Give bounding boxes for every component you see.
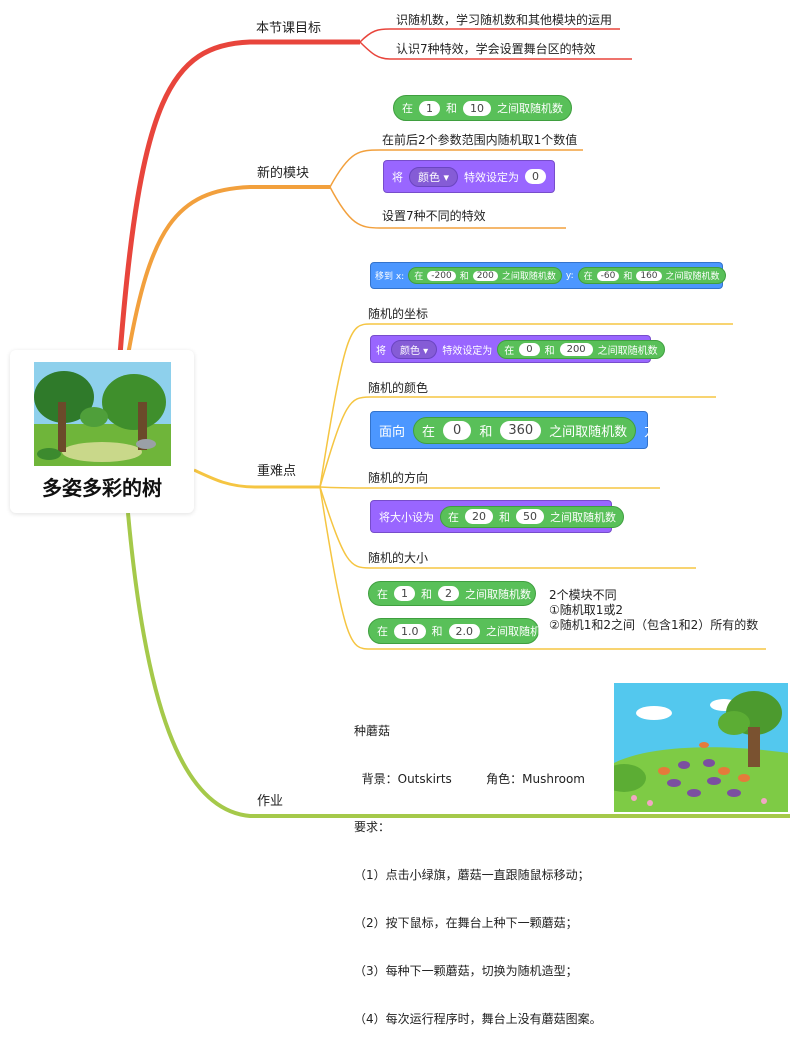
desc-coord: 随机的坐标: [368, 307, 429, 321]
color-block-mid: 特效设定为: [442, 345, 493, 357]
float-random-block: 在 1.0 和 2.0 之间取随机数: [368, 618, 552, 644]
color-block-a: 0: [519, 342, 540, 356]
direction-block: 面向 在 0 和 360 之间取随机数 方向: [370, 411, 670, 449]
random-block-prefix: 在: [402, 102, 413, 115]
goto-x-a: -200: [427, 270, 456, 281]
size-suf: 之间取随机数: [550, 510, 616, 524]
float-suf: 之间取随机数: [486, 625, 552, 638]
new-blocks-desc-1: 在前后2个参数范围内随机取1个数值: [382, 133, 578, 147]
dir-pre: 在: [422, 424, 436, 440]
goto-y-random: 在 -60 和 160 之间取随机数: [577, 267, 726, 284]
homework-line-2: 背景：Outskirts 角色：Mushroom: [354, 772, 586, 786]
homework-line-6: （3）每种下一颗蘑菇，切换为随机造型；: [354, 964, 578, 978]
compare-note-line-1: 2个模块不同: [549, 588, 617, 602]
size-a: 20: [465, 509, 493, 524]
desc-size: 随机的大小: [368, 551, 429, 565]
color-block-b: 200: [559, 342, 593, 356]
mushroom-scene-image: [614, 683, 788, 812]
goto-x-suf: 之间取随机数: [501, 272, 556, 282]
homework-line-7: （4）每次运行程序时，舞台上没有蘑菇图案。: [354, 1012, 602, 1026]
homework-line-3: 要求：: [354, 820, 391, 834]
mindmap-connectors: [117, 28, 790, 818]
goto-x-pre: 在: [414, 272, 424, 282]
effect-block: 将 颜色 ▾ 特效设定为 0: [383, 160, 555, 193]
random-block: 在 1 和 10 之间取随机数: [393, 95, 572, 121]
dir-suffix: 方向: [644, 424, 671, 440]
dir-random: 在 0 和 360 之间取随机数: [413, 416, 637, 444]
dir-prefix: 面向: [379, 424, 406, 440]
goto-y-a: -60: [596, 270, 620, 281]
goto-x-and: 和: [459, 272, 469, 282]
color-effect-block: 将 颜色 ▾ 特效设定为 在 0 和 200 之间取随机数: [370, 335, 665, 363]
float-and: 和: [431, 625, 443, 638]
compare-note-line-2: ①随机取1或2: [549, 603, 624, 617]
homework-text: 种蘑菇 背景：Outskirts 角色：Mushroom 要求： （1）点击小绿…: [354, 691, 602, 1043]
float-pre: 在: [377, 625, 388, 638]
branch-goal: 本节课目标: [256, 21, 322, 36]
goto-prefix: 移到 x:: [375, 272, 405, 282]
random-block-a: 1: [419, 100, 440, 116]
size-and: 和: [499, 510, 510, 524]
color-block-random: 在 0 和 200 之间取随机数: [497, 339, 665, 359]
goal-item-2: 认识7种特效，学会设置舞台区的特效: [396, 42, 596, 56]
goto-y-b: 160: [636, 270, 662, 281]
int-a: 1: [394, 586, 415, 601]
root-title: 多姿多彩的树: [42, 476, 162, 500]
color-block-prefix: 将: [376, 345, 386, 357]
color-block-dropdown: 颜色 ▾: [391, 339, 438, 359]
random-block-b: 10: [463, 100, 491, 116]
random-block-suffix: 之间取随机数: [497, 102, 563, 115]
float-b: 2.0: [448, 623, 480, 639]
homework-line-4: （1）点击小绿旗，蘑菇一直跟随鼠标移动；: [354, 868, 590, 882]
dir-b: 360: [500, 420, 542, 440]
dir-a: 0: [443, 420, 472, 440]
size-prefix: 将大小设为: [379, 510, 434, 524]
int-suf: 之间取随机数: [465, 587, 531, 601]
effect-block-value: 0: [525, 169, 547, 184]
compare-note-line-3: ②随机1和2之间（包含1和2）所有的数: [549, 618, 759, 632]
goto-y-pre: 在: [583, 272, 593, 282]
float-a: 1.0: [394, 623, 426, 639]
goto-block: 移到 x: 在 -200 和 200 之间取随机数 y: 在 -60 和 160…: [370, 262, 726, 289]
tree-scene-image: [34, 362, 171, 466]
size-block: 将大小设为 在 20 和 50 之间取随机数: [370, 500, 624, 533]
effect-block-prefix: 将: [392, 170, 403, 184]
branch-key-points: 重难点: [257, 464, 297, 479]
effect-dropdown: 颜色 ▾: [409, 166, 459, 187]
goal-item-1: 识随机数，学习随机数和其他模块的运用: [396, 13, 613, 27]
branch-new-blocks: 新的模块: [257, 166, 310, 181]
homework-line-5: （2）按下鼠标，在舞台上种下一颗蘑菇；: [354, 916, 578, 930]
compare-note: 2个模块不同 ①随机取1或2 ②随机1和2之间（包含1和2）所有的数: [549, 588, 758, 633]
color-block-pre: 在: [504, 345, 515, 357]
goto-ylabel: y:: [565, 270, 574, 281]
int-b: 2: [438, 586, 459, 601]
desc-color: 随机的颜色: [368, 381, 429, 395]
dir-and: 和: [479, 424, 493, 440]
color-block-and: 和: [544, 345, 555, 357]
new-blocks-desc-2: 设置7种不同的特效: [382, 209, 486, 223]
effect-block-mid: 特效设定为: [464, 170, 520, 184]
root-node: 多姿多彩的树: [10, 350, 194, 513]
int-random-block: 在 1 和 2 之间取随机数: [368, 581, 536, 606]
int-pre: 在: [377, 587, 388, 601]
dir-suf: 之间取随机数: [549, 424, 628, 440]
color-block-suf: 之间取随机数: [597, 345, 658, 357]
int-and: 和: [421, 587, 432, 601]
desc-direction: 随机的方向: [368, 471, 429, 485]
goto-y-and: 和: [623, 272, 633, 282]
branch-homework: 作业: [257, 794, 284, 809]
goto-y-suf: 之间取随机数: [665, 272, 720, 282]
random-block-and: 和: [446, 102, 457, 115]
goto-x-random: 在 -200 和 200 之间取随机数: [408, 267, 562, 284]
size-pre: 在: [448, 510, 459, 524]
size-b: 50: [516, 509, 544, 524]
homework-line-1: 种蘑菇: [354, 724, 391, 738]
size-random: 在 20 和 50 之间取随机数: [440, 505, 624, 528]
goto-x-b: 200: [472, 270, 498, 281]
